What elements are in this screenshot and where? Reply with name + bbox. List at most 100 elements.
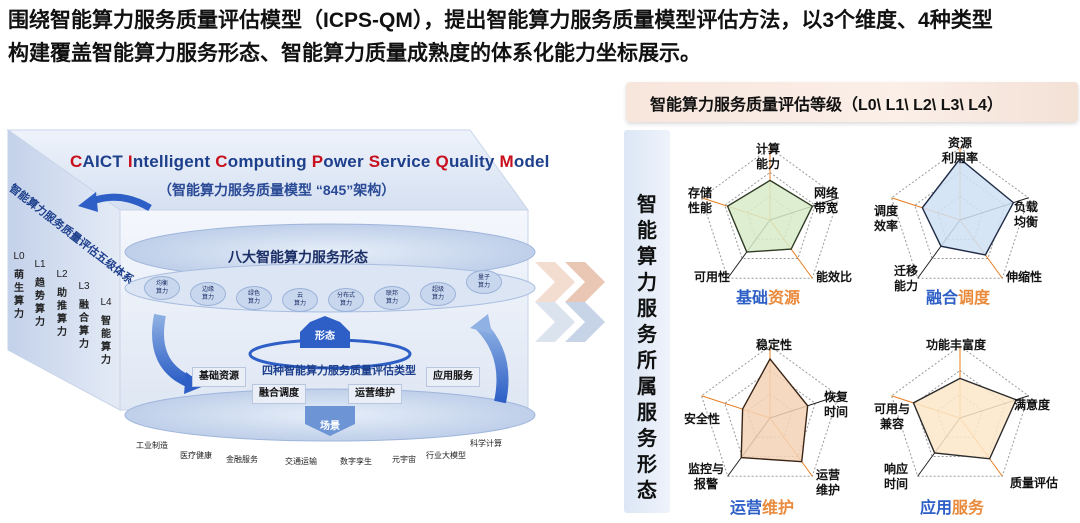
radar-polygon	[912, 377, 1018, 460]
type-fusion-scheduling: 融合调度	[252, 384, 306, 404]
service-form-vertical-label: 智能算力服务所属服务形态	[624, 130, 670, 513]
radar-chart-title: 基础资源	[736, 284, 800, 308]
title-cap-5: S	[368, 152, 381, 171]
title-rest-6: uality	[448, 152, 500, 171]
level-code: L0	[13, 251, 25, 262]
industry-label: 科学计算	[470, 439, 502, 448]
form-pill: 联邦 算力	[374, 286, 410, 310]
title-cap-1: C	[70, 152, 83, 171]
radar-title-char: 度	[974, 290, 991, 307]
title-cap-4: P	[311, 152, 324, 171]
radar-title-char: 基	[736, 290, 753, 307]
radar-grid-ring	[700, 147, 840, 279]
vertical-text: 智能算力服务所属服务形态	[637, 194, 657, 502]
radar-title-char: 营	[746, 500, 763, 517]
radar-vertex-label: 负载 均衡	[1014, 200, 1039, 229]
level-l3: L3 融合算力	[77, 280, 91, 351]
industry-label: 工业制造	[136, 441, 168, 450]
level-desc: 智能算力	[101, 316, 111, 366]
industry-label: 医疗健康	[180, 451, 212, 460]
radar-polygon	[921, 157, 1015, 256]
form-pill: 边缘 算力	[190, 282, 226, 306]
level-code: L4	[100, 297, 112, 308]
radar-title-char: 调	[958, 290, 975, 307]
radar-title-char: 务	[968, 500, 985, 517]
radar-vertex-label: 可用与 兼容	[874, 402, 911, 431]
level-l0: L0 萌生算力	[12, 250, 26, 321]
title-rest-5: ervice	[380, 152, 436, 171]
radar-grid-ring	[890, 147, 1030, 279]
radar-vertex-label: 计算 能力	[756, 142, 781, 171]
form-pill: 均衡 算力	[144, 276, 180, 300]
scene-tag: 场景	[320, 421, 340, 432]
model-title: CAICT Intelligent Computing Power Servic…	[70, 152, 549, 172]
type-basic-resources: 基础资源	[192, 367, 246, 387]
radar-grid-ring	[700, 345, 840, 477]
radar-grid-ring	[724, 171, 816, 259]
radar-chart-title: 融合调度	[926, 284, 990, 308]
icps-qm-model-diagram: 智能算力服务质量评估五级体系 CAICT Intelligent Computi…	[0, 110, 549, 523]
radar-vertex-label: 恢复 时间	[824, 390, 849, 419]
radar-vertex-label: 网络 带宽	[814, 186, 839, 215]
radar-grid-ring	[724, 369, 816, 457]
radar-vertex-label: 质量评估	[1010, 476, 1059, 490]
radar-vertex-label: 稳定性	[756, 338, 793, 352]
radar-charts-svg	[700, 147, 1030, 477]
chevron-right-icon	[565, 302, 605, 342]
eight-forms-label: 八大智能算力服务形态	[228, 249, 368, 265]
form-pill: 分布式 算力	[328, 288, 364, 312]
level-desc: 助推算力	[57, 288, 67, 338]
industry-label: 交通运输	[285, 457, 317, 466]
heading-line-1: 围绕智能算力服务质量评估模型（ICPS-QM），提出智能算力服务质量模型评估方法…	[8, 9, 993, 32]
industry-label: 元宇宙	[392, 455, 416, 464]
level-code: L2	[56, 269, 68, 280]
title-rest-3: omputing	[227, 152, 312, 171]
level-code: L3	[78, 281, 90, 292]
radar-vertex-label: 运营 维护	[816, 468, 841, 497]
level-desc: 萌生算力	[14, 270, 24, 320]
industry-label: 行业大模型	[426, 451, 466, 460]
radar-chart	[890, 345, 1030, 477]
heading-line-2: 构建覆盖智能算力服务形态、智能算力质量成熟度的体系化能力坐标展示。	[8, 42, 701, 65]
type-operations-maintenance: 运营维护	[348, 384, 402, 404]
radar-title-char: 用	[936, 500, 953, 517]
level-l4: L4 智能算力	[99, 296, 113, 367]
radar-title-char: 资	[768, 290, 785, 307]
title-rest-4: ower	[323, 152, 369, 171]
radar-chart-title: 应用服务	[920, 494, 984, 518]
title-rest-1: AICT	[82, 152, 128, 171]
page-heading: 围绕智能算力服务质量评估模型（ICPS-QM），提出智能算力服务质量模型评估方法…	[8, 4, 1074, 70]
radar-title-char: 运	[730, 500, 747, 517]
radar-vertex-label: 资源 利用率	[942, 136, 979, 165]
radar-vertex-label: 迁移 能力	[894, 264, 919, 293]
radar-vertex-label: 满意度	[1014, 398, 1051, 412]
radar-vertex-label: 可用性	[694, 270, 731, 284]
type-application-services: 应用服务	[426, 367, 480, 387]
title-cap-6: Q	[435, 152, 449, 171]
radar-polygon	[726, 179, 814, 253]
radar-title-char: 护	[778, 500, 795, 517]
radar-chart	[890, 147, 1030, 279]
level-l1: L1 趋势算力	[33, 258, 47, 329]
level-l2: L2 助推算力	[55, 268, 69, 339]
radar-title-char: 合	[942, 290, 959, 307]
chevron-right-icon	[535, 302, 575, 342]
form-pill: 量子 算力	[466, 270, 502, 294]
radar-title-char: 础	[752, 290, 769, 307]
chevron-right-icon	[535, 262, 575, 302]
radar-charts-grid: 计算 能力网络 带宽能效比可用性存储 性能基础资源资源 利用率负载 均衡伸缩性迁…	[670, 128, 1080, 523]
industry-label: 数字孪生	[340, 457, 372, 466]
title-cap-3: C	[215, 152, 228, 171]
radar-chart-title: 运营维护	[730, 494, 794, 518]
radar-vertex-label: 存储 性能	[688, 186, 713, 215]
radar-vertex-label: 响应 时间	[884, 462, 909, 491]
title-cap-2: I	[127, 152, 133, 171]
radar-chart	[700, 147, 840, 279]
radar-title-char: 源	[784, 290, 801, 307]
form-pill: 云 算力	[282, 288, 318, 312]
level-code: L1	[34, 259, 46, 270]
chevron-right-icon	[565, 262, 605, 302]
level-desc: 趋势算力	[35, 278, 45, 328]
radar-vertex-label: 监控与 报警	[688, 462, 725, 491]
radar-title-char: 应	[920, 500, 937, 517]
